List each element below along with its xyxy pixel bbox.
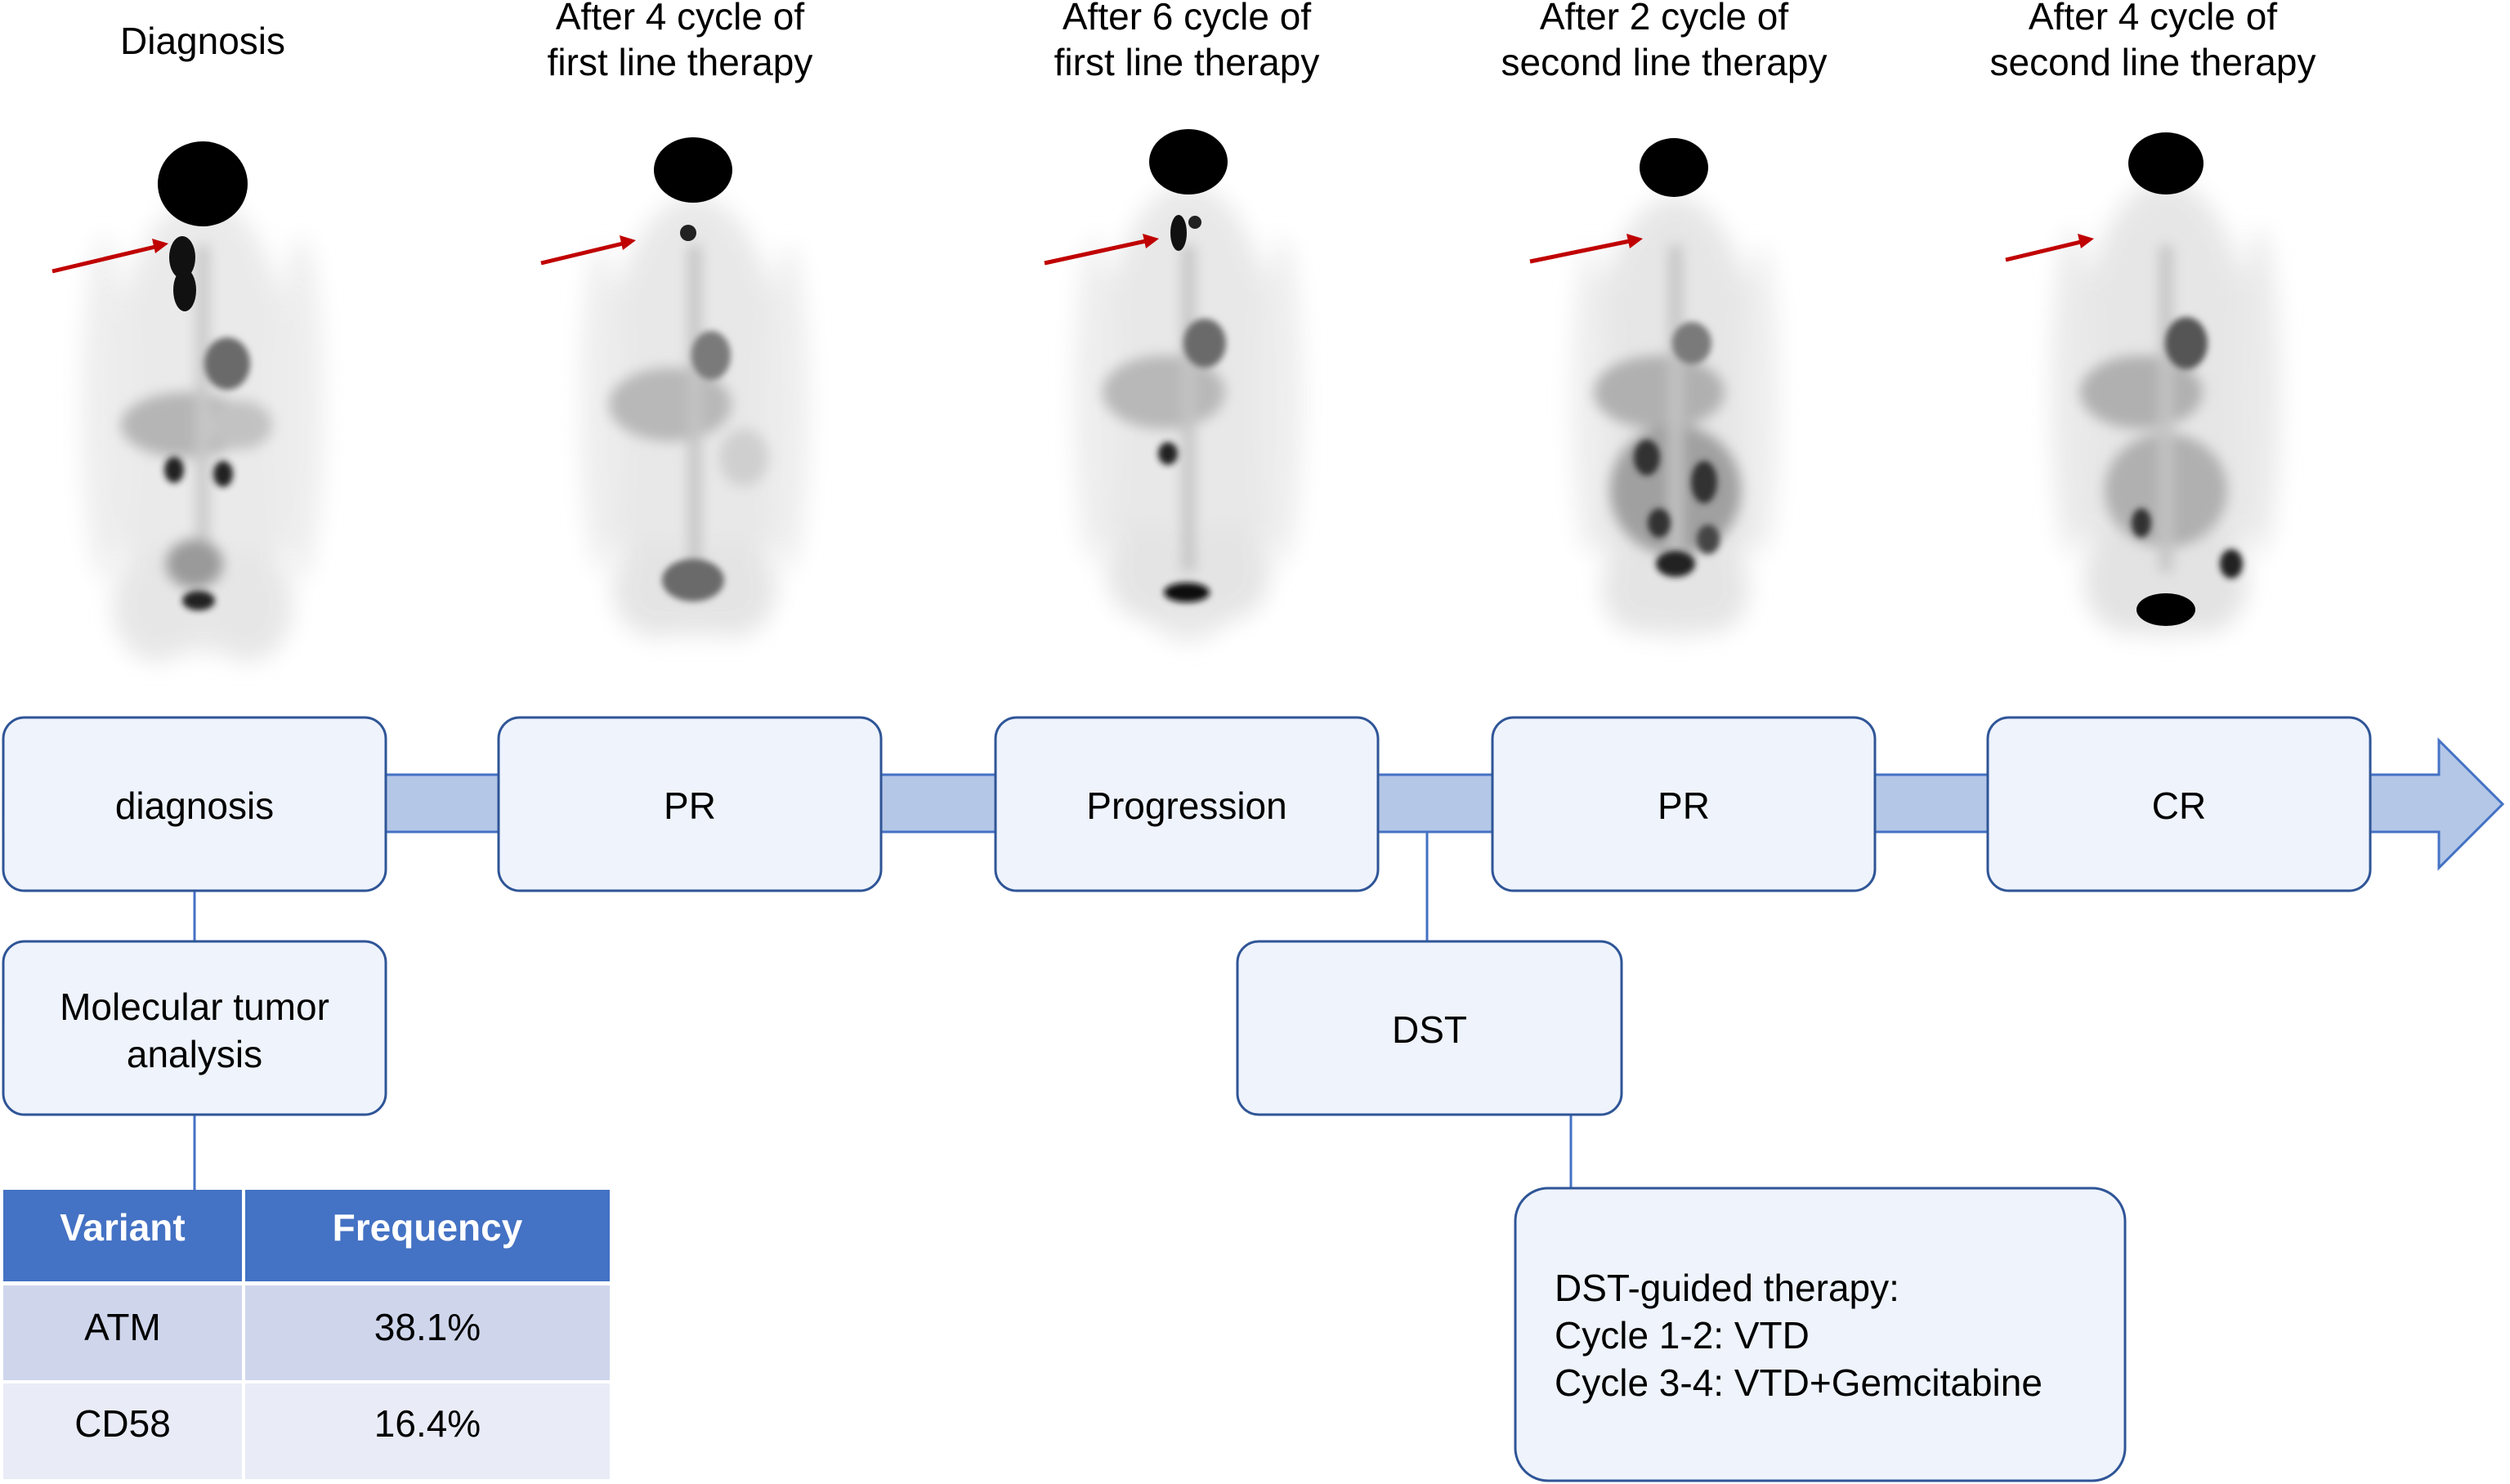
stage-label-diagnosis: diagnosis: [115, 784, 274, 827]
table-cell-variant: ATM: [84, 1306, 161, 1348]
pet-scan-image-1: [82, 141, 324, 662]
stage-box-cr: CR: [1986, 716, 2372, 892]
variant-table: Variant Frequency ATM 38.1% CD58 16.4%: [3, 1190, 610, 1479]
dst-label: DST: [1392, 1008, 1467, 1051]
dst-therapy-line3: Cycle 3-4: VTD+Gemcitabine: [1555, 1361, 2042, 1404]
table-cell-variant: CD58: [74, 1402, 171, 1445]
marker-arrow-icon-5: [2005, 234, 2094, 262]
scan-titles: Diagnosis After 4 cycle of first line th…: [120, 0, 2315, 83]
table-header-variant: Variant: [60, 1206, 185, 1249]
stage-boxes: diagnosis PR Progression PR CR: [2, 716, 2372, 892]
connectors: [193, 832, 1573, 1190]
dst-box: DST: [1236, 940, 1623, 1116]
table-row: CD58 16.4%: [3, 1383, 610, 1479]
scan-4-title-line1: After 2 cycle of: [1540, 0, 1788, 38]
marker-arrow-icon-2: [540, 235, 636, 266]
stage-label-pr-2: PR: [1658, 784, 1710, 827]
pet-scan-image-5: [2051, 132, 2280, 637]
marker-arrow-icon-3: [1044, 234, 1159, 266]
dst-therapy-line1: DST-guided therapy:: [1555, 1267, 1899, 1309]
table-cell-frequency: 38.1%: [374, 1306, 481, 1348]
stage-box-diagnosis: diagnosis: [2, 716, 387, 892]
scan-3-title-line2: first line therapy: [1054, 41, 1320, 83]
table-cell-frequency: 16.4%: [374, 1402, 481, 1445]
scan-2-title-line1: After 4 cycle of: [556, 0, 804, 38]
marker-arrow-icon-1: [51, 239, 168, 274]
marker-arrow-icon-4: [1529, 234, 1643, 264]
dst-therapy-box: DST-guided therapy: Cycle 1-2: VTD Cycle…: [1514, 1187, 2127, 1482]
table-header-frequency: Frequency: [333, 1206, 523, 1249]
pet-scan-image-2: [580, 137, 809, 637]
molecular-analysis-line2: analysis: [127, 1033, 262, 1075]
molecular-analysis-line1: Molecular tumor: [60, 986, 329, 1028]
table-row: ATM 38.1%: [3, 1285, 610, 1380]
stage-label-progression: Progression: [1086, 784, 1286, 827]
dst-therapy-line2: Cycle 1-2: VTD: [1555, 1314, 1810, 1357]
pet-scan-image-4: [1572, 138, 1779, 637]
scan-3-title-line1: After 6 cycle of: [1063, 0, 1311, 38]
table-header-row: Variant Frequency: [3, 1190, 610, 1281]
stage-label-cr: CR: [2152, 784, 2206, 827]
stage-label-pr-1: PR: [664, 784, 716, 827]
molecular-analysis-box: Molecular tumor analysis: [2, 940, 387, 1116]
stage-box-pr-1: PR: [497, 716, 883, 892]
stage-box-pr-2: PR: [1491, 716, 1877, 892]
pet-scan-image-3: [1074, 129, 1303, 641]
scan-5-title-line2: second line therapy: [1990, 41, 2316, 83]
scan-4-title-line2: second line therapy: [1501, 41, 1828, 83]
scan-2-title-line2: first line therapy: [548, 41, 813, 83]
scan-1-title: Diagnosis: [120, 20, 285, 62]
lesion-marker-arrows: [51, 234, 2094, 274]
stage-box-progression: Progression: [994, 716, 1380, 892]
scan-5-title-line1: After 4 cycle of: [2029, 0, 2277, 38]
